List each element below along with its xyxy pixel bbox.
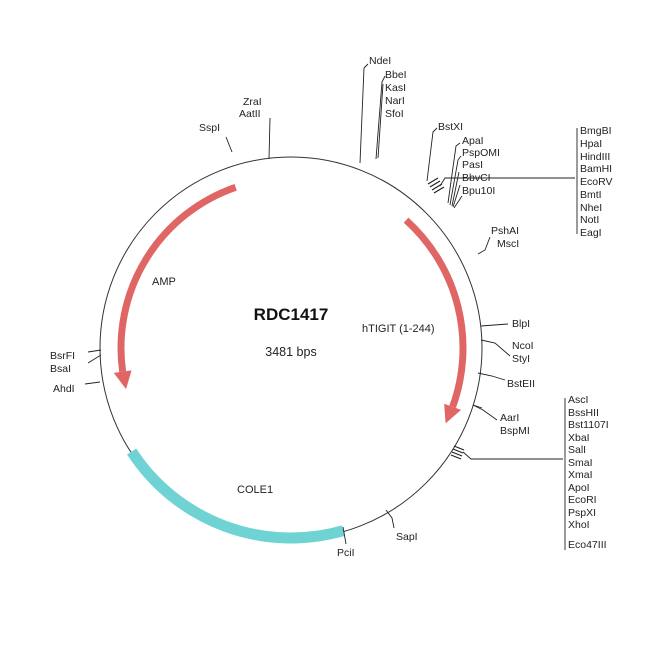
site-label: NheI	[580, 202, 602, 214]
site-label: BsaI	[50, 363, 71, 375]
site-label: AscI	[568, 394, 588, 406]
feature-label-cole1: COLE1	[237, 484, 273, 496]
site-label: SfoI	[385, 108, 404, 120]
site-label: NotI	[580, 214, 599, 226]
site-label: PasI	[462, 159, 483, 171]
site-blpi: BlpI	[512, 318, 530, 330]
site-label: HindIII	[580, 151, 610, 163]
site-label: EcoRV	[580, 176, 613, 188]
site-label: EagI	[580, 227, 602, 239]
site-label: BamHI	[580, 163, 612, 175]
site-label: BssHII	[568, 407, 599, 419]
site-label: ApaI	[462, 135, 484, 147]
hatch-cluster-1	[427, 177, 445, 194]
site-label: AarI	[500, 412, 519, 424]
site-group-mcs1: BmgBI HpaI HindIII BamHI EcoRV BmtI NheI…	[580, 125, 613, 239]
site-label: BmtI	[580, 189, 602, 201]
site-label: PshAI	[491, 225, 519, 237]
htigit-arc	[403, 217, 467, 409]
site-label: ZraI	[243, 96, 262, 108]
htigit-arc-arrowhead	[444, 403, 462, 424]
feature-label-amp: AMP	[152, 276, 176, 288]
site-lines	[84, 63, 578, 550]
site-label: NcoI	[512, 340, 534, 352]
site-label: XmaI	[568, 469, 593, 481]
site-label: XhoI	[568, 519, 590, 531]
site-label: BbeI	[385, 69, 407, 81]
site-label: NarI	[385, 95, 405, 107]
site-sspi: SspI	[199, 122, 220, 134]
site-label: BmgBI	[580, 125, 612, 137]
site-label: Bpu10I	[462, 185, 495, 197]
site-label: KasI	[385, 82, 406, 94]
site-ndei: NdeI	[369, 55, 391, 67]
hatch-cluster-2	[450, 445, 465, 460]
site-group-bbei: BbeI KasI NarI SfoI	[385, 69, 407, 120]
site-label: BsrFI	[50, 350, 75, 362]
site-bsteii: BstEII	[507, 378, 535, 390]
site-label: ApoI	[568, 482, 590, 494]
site-label: EcoRI	[568, 494, 597, 506]
amp-arc-arrowhead	[113, 370, 132, 390]
site-sapi: SapI	[396, 531, 418, 543]
site-ahdi: AhdI	[53, 383, 75, 395]
cole1-arc	[127, 448, 345, 544]
site-label: AatII	[239, 108, 261, 120]
site-bstxi: BstXI	[438, 121, 463, 133]
site-label: PspOMI	[462, 147, 500, 159]
site-label: StyI	[512, 353, 530, 365]
site-group-apai: ApaI PspOMI PasI BbvCI Bpu10I	[462, 135, 500, 197]
feature-label-htigit: hTIGIT (1-244)	[362, 323, 435, 335]
site-pcii: PciI	[337, 547, 355, 559]
site-label: BspMI	[500, 425, 530, 437]
site-label: PspXI	[568, 507, 596, 519]
site-label: BbvCI	[462, 172, 491, 184]
site-label: Bst1107I	[568, 419, 609, 431]
site-label: SmaI	[568, 457, 593, 469]
site-label: XbaI	[568, 432, 590, 444]
plasmid-name: RDC1417	[254, 305, 329, 324]
site-label: HpaI	[580, 138, 602, 150]
amp-arc	[117, 183, 237, 373]
plasmid-size: 3481 bps	[265, 345, 316, 359]
site-label: MscI	[497, 238, 519, 250]
site-group-mcs2: AscI BssHII Bst1107I XbaI SalI SmaI XmaI…	[568, 394, 609, 551]
site-label: SalI	[568, 444, 586, 456]
site-label: Eco47III	[568, 539, 607, 551]
